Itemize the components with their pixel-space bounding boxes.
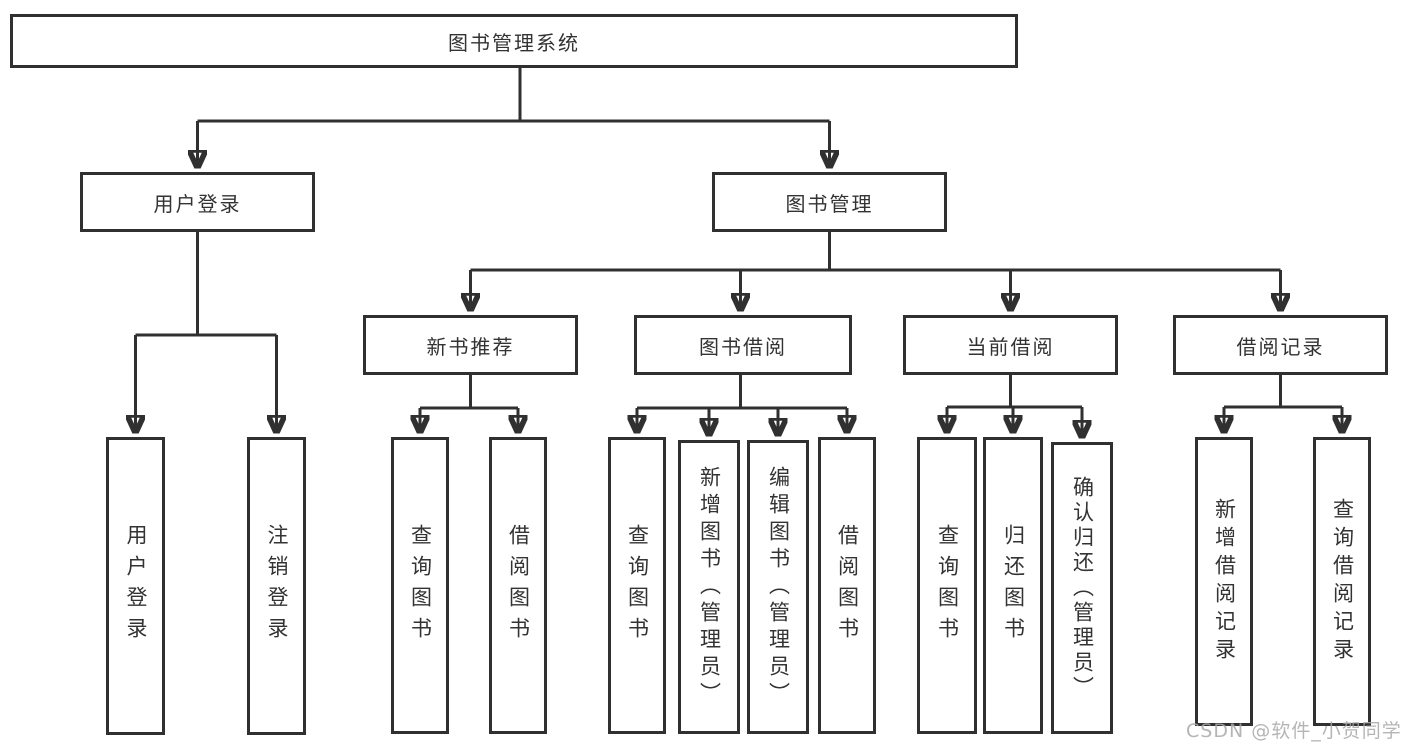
leaf-borrow-borrow-book: 借阅图书	[818, 437, 876, 734]
leaf-current-query-book: 查询图书	[917, 437, 977, 734]
node-new-book-recommend-label: 新书推荐	[426, 334, 515, 359]
leaf-logout: 注销登录	[247, 437, 306, 735]
node-borrow-records-label: 借阅记录	[1236, 334, 1325, 359]
node-current-borrow: 当前借阅	[903, 315, 1118, 375]
leaf-current-confirm-return-admin-label: 确认归还（管理员）	[1070, 475, 1095, 701]
leaf-records-add-record: 新增借阅记录	[1195, 437, 1253, 726]
leaf-current-return-book-label: 归还图书	[1001, 523, 1026, 648]
leaf-records-add-record-label: 新增借阅记录	[1212, 497, 1237, 666]
leaf-borrow-edit-book-admin: 编辑图书（管理员）	[747, 440, 809, 734]
node-book-borrow: 图书借阅	[634, 315, 852, 375]
node-root-label: 图书管理系统	[448, 30, 580, 55]
leaf-borrow-edit-book-admin-label: 编辑图书（管理员）	[766, 465, 791, 709]
node-book-management: 图书管理	[712, 172, 947, 232]
leaf-recommend-borrow-book: 借阅图书	[489, 437, 547, 734]
node-user-login: 用户登录	[80, 172, 315, 232]
node-root: 图书管理系统	[10, 14, 1018, 68]
node-new-book-recommend: 新书推荐	[363, 315, 578, 375]
leaf-borrow-query-book: 查询图书	[608, 437, 666, 734]
leaf-borrow-add-book-admin: 新增图书（管理员）	[678, 440, 740, 734]
leaf-borrow-borrow-book-label: 借阅图书	[835, 523, 860, 648]
node-book-borrow-label: 图书借阅	[699, 334, 787, 359]
leaf-records-query-record-label: 查询借阅记录	[1330, 497, 1355, 666]
node-user-login-label: 用户登录	[153, 191, 242, 216]
node-borrow-records: 借阅记录	[1173, 315, 1388, 375]
leaf-logout-label: 注销登录	[265, 524, 289, 648]
leaf-user-login-label: 用户登录	[124, 524, 148, 648]
leaf-records-query-record: 查询借阅记录	[1313, 437, 1371, 726]
node-current-borrow-label: 当前借阅	[966, 334, 1055, 359]
leaf-user-login: 用户登录	[106, 437, 165, 735]
leaf-recommend-query-book-label: 查询图书	[408, 523, 433, 648]
leaf-current-query-book-label: 查询图书	[935, 523, 960, 648]
leaf-recommend-borrow-book-label: 借阅图书	[506, 523, 531, 648]
leaf-current-confirm-return-admin: 确认归还（管理员）	[1051, 442, 1113, 734]
leaf-borrow-add-book-admin-label: 新增图书（管理员）	[697, 465, 722, 709]
csdn-watermark: CSDN @软件_小贺同学	[1186, 720, 1402, 742]
node-book-management-label: 图书管理	[785, 191, 874, 216]
leaf-current-return-book: 归还图书	[983, 437, 1043, 734]
leaf-recommend-query-book: 查询图书	[391, 437, 449, 734]
leaf-borrow-query-book-label: 查询图书	[625, 523, 650, 648]
